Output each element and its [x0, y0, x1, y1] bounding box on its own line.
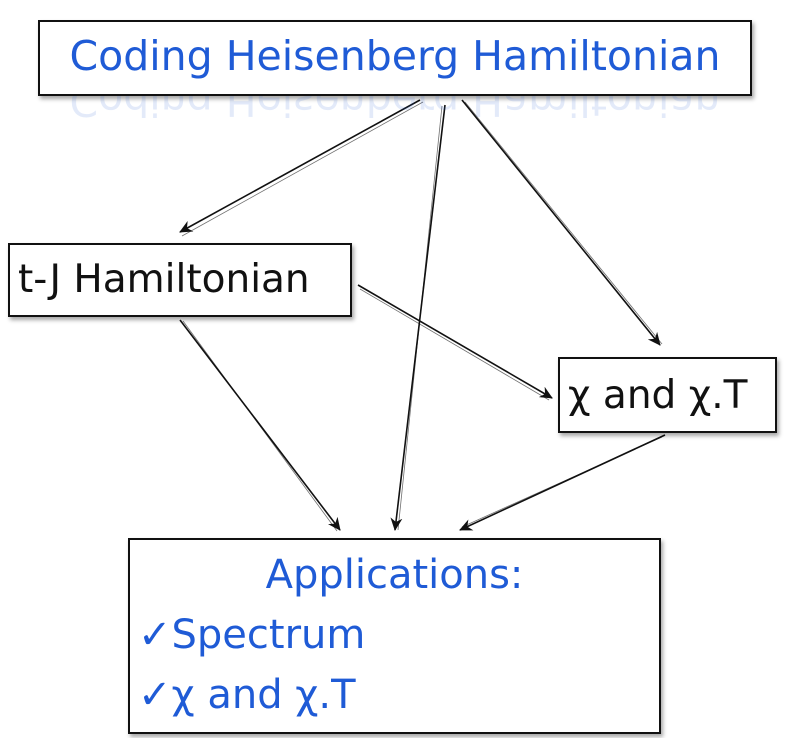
check-icon: ✓ [138, 672, 172, 718]
title-node-label: Coding Heisenberg Hamiltonian [69, 32, 721, 80]
application-item: ✓χ and χ.T [138, 672, 356, 718]
arrow-tj-to-chi [357, 284, 553, 399]
tj-node-label: t-J Hamiltonian [18, 257, 310, 302]
arrow-tj-to-applications [179, 319, 341, 531]
applications-node: Applications: ✓Spectrum ✓χ and χ.T [128, 538, 661, 734]
application-item: ✓Spectrum [138, 612, 365, 658]
applications-heading: Applications: [265, 552, 524, 598]
title-node: Coding Heisenberg Hamiltonian [38, 20, 752, 96]
arrow-title-to-tj [179, 99, 421, 233]
title-reflection: Coding Heisenberg Hamiltonian [69, 96, 721, 125]
check-icon: ✓ [138, 612, 172, 658]
chi-node: χ and χ.T [558, 357, 777, 433]
tj-node: t-J Hamiltonian [8, 243, 352, 317]
chi-node-label: χ and χ.T [568, 373, 748, 418]
arrow-title-to-chi [461, 99, 661, 346]
application-item-label: Spectrum [171, 612, 366, 658]
application-item-label: χ and χ.T [171, 672, 356, 718]
